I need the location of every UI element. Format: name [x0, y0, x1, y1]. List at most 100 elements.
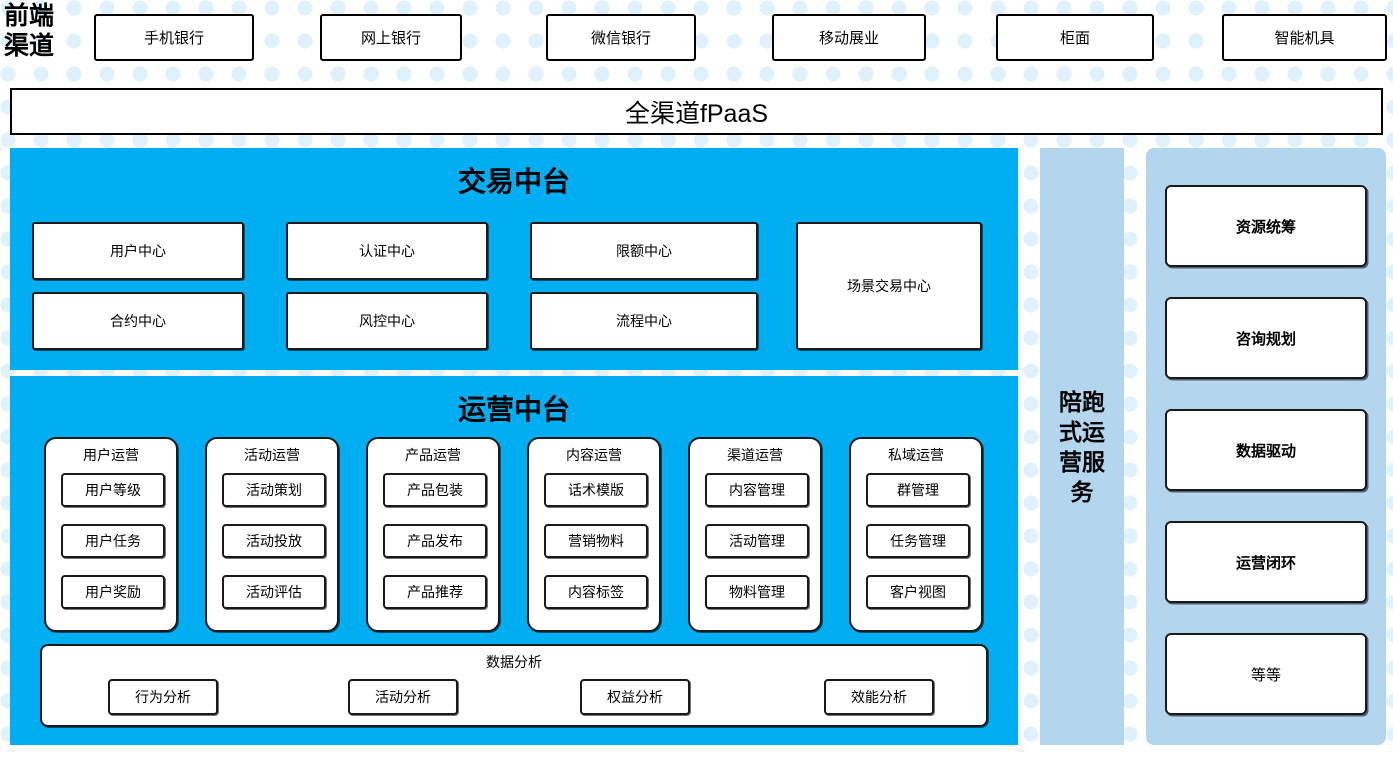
- ops-item[interactable]: 客户视图: [866, 575, 970, 609]
- trade-center-box-6[interactable]: 流程中心: [530, 292, 758, 350]
- ops-item[interactable]: 用户奖励: [61, 575, 165, 609]
- trade-center-box-label: 流程中心: [616, 313, 672, 329]
- trade-center-box-2[interactable]: 认证中心: [286, 222, 488, 280]
- omnichannel-fpaas-band: 全渠道fPaaS: [10, 88, 1383, 135]
- ops-item[interactable]: 群管理: [866, 473, 970, 507]
- trade-center-box-1[interactable]: 用户中心: [32, 222, 244, 280]
- ops-group-5: 渠道运营内容管理活动管理物料管理: [688, 437, 822, 632]
- ops-item-label: 活动投放: [246, 533, 302, 549]
- analysis-item[interactable]: 效能分析: [824, 679, 934, 715]
- ops-group-title: 内容运营: [566, 447, 622, 463]
- ops-item-label: 内容标签: [568, 584, 624, 600]
- channel-box-label: 网上银行: [360, 30, 421, 47]
- accompanying-operations-service-column: 陪跑式运营服务: [1040, 148, 1124, 745]
- ops-item[interactable]: 活动投放: [222, 524, 326, 558]
- ops-group-title: 产品运营: [405, 447, 461, 463]
- trade-center-box-3[interactable]: 限额中心: [530, 222, 758, 280]
- channel-box-5[interactable]: 柜面: [996, 14, 1154, 61]
- channel-box-2[interactable]: 网上银行: [320, 14, 462, 61]
- ops-item[interactable]: 任务管理: [866, 524, 970, 558]
- channel-box-6[interactable]: 智能机具: [1222, 14, 1387, 61]
- channel-box-3[interactable]: 微信银行: [546, 14, 696, 61]
- capability-card-1[interactable]: 资源统筹: [1165, 185, 1367, 267]
- trade-platform-title: 交易中台: [457, 167, 570, 198]
- capability-card-3[interactable]: 数据驱动: [1165, 409, 1367, 491]
- ops-item[interactable]: 用户任务: [61, 524, 165, 558]
- ops-item[interactable]: 话术模版: [544, 473, 648, 507]
- fpaas-label: 全渠道fPaaS: [624, 99, 769, 128]
- analysis-item[interactable]: 权益分析: [580, 679, 690, 715]
- trade-center-box-label: 限额中心: [616, 243, 672, 259]
- ops-group-title: 活动运营: [244, 447, 300, 463]
- ops-item-label: 产品包装: [407, 482, 463, 498]
- ops-group-1: 用户运营用户等级用户任务用户奖励: [44, 437, 178, 632]
- ops-item[interactable]: 活动策划: [222, 473, 326, 507]
- analysis-item-label: 权益分析: [607, 689, 663, 705]
- trade-center-box-label: 场景交易中心: [847, 278, 931, 294]
- ops-item[interactable]: 物料管理: [705, 575, 809, 609]
- capability-card-2[interactable]: 咨询规划: [1165, 297, 1367, 379]
- ops-item[interactable]: 内容管理: [705, 473, 809, 507]
- ops-item[interactable]: 产品包装: [383, 473, 487, 507]
- ops-item-label: 物料管理: [729, 584, 785, 600]
- trade-center-box-label: 风控中心: [359, 313, 415, 329]
- ops-group-6: 私域运营群管理任务管理客户视图: [849, 437, 983, 632]
- ops-item-label: 用户任务: [85, 533, 141, 549]
- ops-group-title: 用户运营: [83, 447, 139, 463]
- ops-item[interactable]: 用户等级: [61, 473, 165, 507]
- trade-center-box-label: 用户中心: [110, 243, 166, 259]
- trade-center-box-4[interactable]: 合约中心: [32, 292, 244, 350]
- analysis-item[interactable]: 行为分析: [108, 679, 218, 715]
- ops-item-label: 内容管理: [729, 482, 785, 498]
- ops-item-label: 产品发布: [407, 533, 463, 549]
- data-analysis-title: 数据分析: [486, 654, 542, 670]
- capability-card-label: 数据驱动: [1235, 442, 1296, 460]
- service-capability-panel: 资源统筹咨询规划数据驱动运营闭环等等: [1146, 148, 1386, 745]
- capability-card-label: 资源统筹: [1235, 218, 1296, 236]
- ops-platform-title: 运营中台: [457, 395, 570, 426]
- ops-item-label: 客户视图: [890, 584, 946, 600]
- front-end-channel-label: 前端 渠道: [4, 2, 84, 62]
- analysis-item-label: 活动分析: [375, 689, 431, 705]
- channel-label-line-1: 前端: [4, 3, 55, 30]
- capability-card-label: 运营闭环: [1235, 554, 1296, 572]
- channel-box-label: 智能机具: [1274, 30, 1335, 47]
- ops-item[interactable]: 活动管理: [705, 524, 809, 558]
- data-analysis-group: 数据分析 行为分析 活动分析 权益分析 效能分析: [40, 644, 988, 727]
- trade-center-box-5[interactable]: 风控中心: [286, 292, 488, 350]
- trade-center-box-label: 认证中心: [359, 243, 415, 259]
- analysis-item[interactable]: 活动分析: [348, 679, 458, 715]
- capability-card-4[interactable]: 运营闭环: [1165, 521, 1367, 603]
- channel-box-label: 微信银行: [590, 30, 651, 47]
- ops-item[interactable]: 产品推荐: [383, 575, 487, 609]
- trade-center-box-label: 合约中心: [110, 313, 166, 329]
- ops-item[interactable]: 产品发布: [383, 524, 487, 558]
- analysis-item-label: 行为分析: [135, 689, 191, 705]
- capability-card-5[interactable]: 等等: [1165, 633, 1367, 715]
- capability-card-label: 等等: [1250, 666, 1281, 684]
- trade-center-box-7[interactable]: 场景交易中心: [796, 222, 982, 350]
- analysis-item-label: 效能分析: [851, 689, 907, 705]
- ops-group-2: 活动运营活动策划活动投放活动评估: [205, 437, 339, 632]
- ops-item-label: 产品推荐: [407, 584, 463, 600]
- ops-group-title: 私域运营: [888, 447, 944, 463]
- ops-item-label: 营销物料: [568, 533, 624, 549]
- service-column-label: 陪跑式运营服务: [1059, 388, 1105, 505]
- ops-item-label: 用户奖励: [85, 584, 141, 600]
- ops-item-label: 活动管理: [729, 533, 785, 549]
- channel-box-label: 手机银行: [143, 30, 204, 47]
- ops-group-4: 内容运营话术模版营销物料内容标签: [527, 437, 661, 632]
- ops-item-label: 活动评估: [246, 584, 302, 600]
- channel-box-1[interactable]: 手机银行: [94, 14, 254, 61]
- channel-box-label: 柜面: [1059, 30, 1090, 47]
- channel-box-label: 移动展业: [818, 30, 879, 47]
- ops-item-label: 任务管理: [890, 533, 946, 549]
- ops-group-title: 渠道运营: [727, 447, 783, 463]
- ops-item-label: 活动策划: [246, 482, 302, 498]
- ops-item[interactable]: 营销物料: [544, 524, 648, 558]
- ops-item[interactable]: 内容标签: [544, 575, 648, 609]
- ops-item[interactable]: 活动评估: [222, 575, 326, 609]
- channel-box-4[interactable]: 移动展业: [772, 14, 926, 61]
- channel-label-line-2: 渠道: [4, 33, 55, 60]
